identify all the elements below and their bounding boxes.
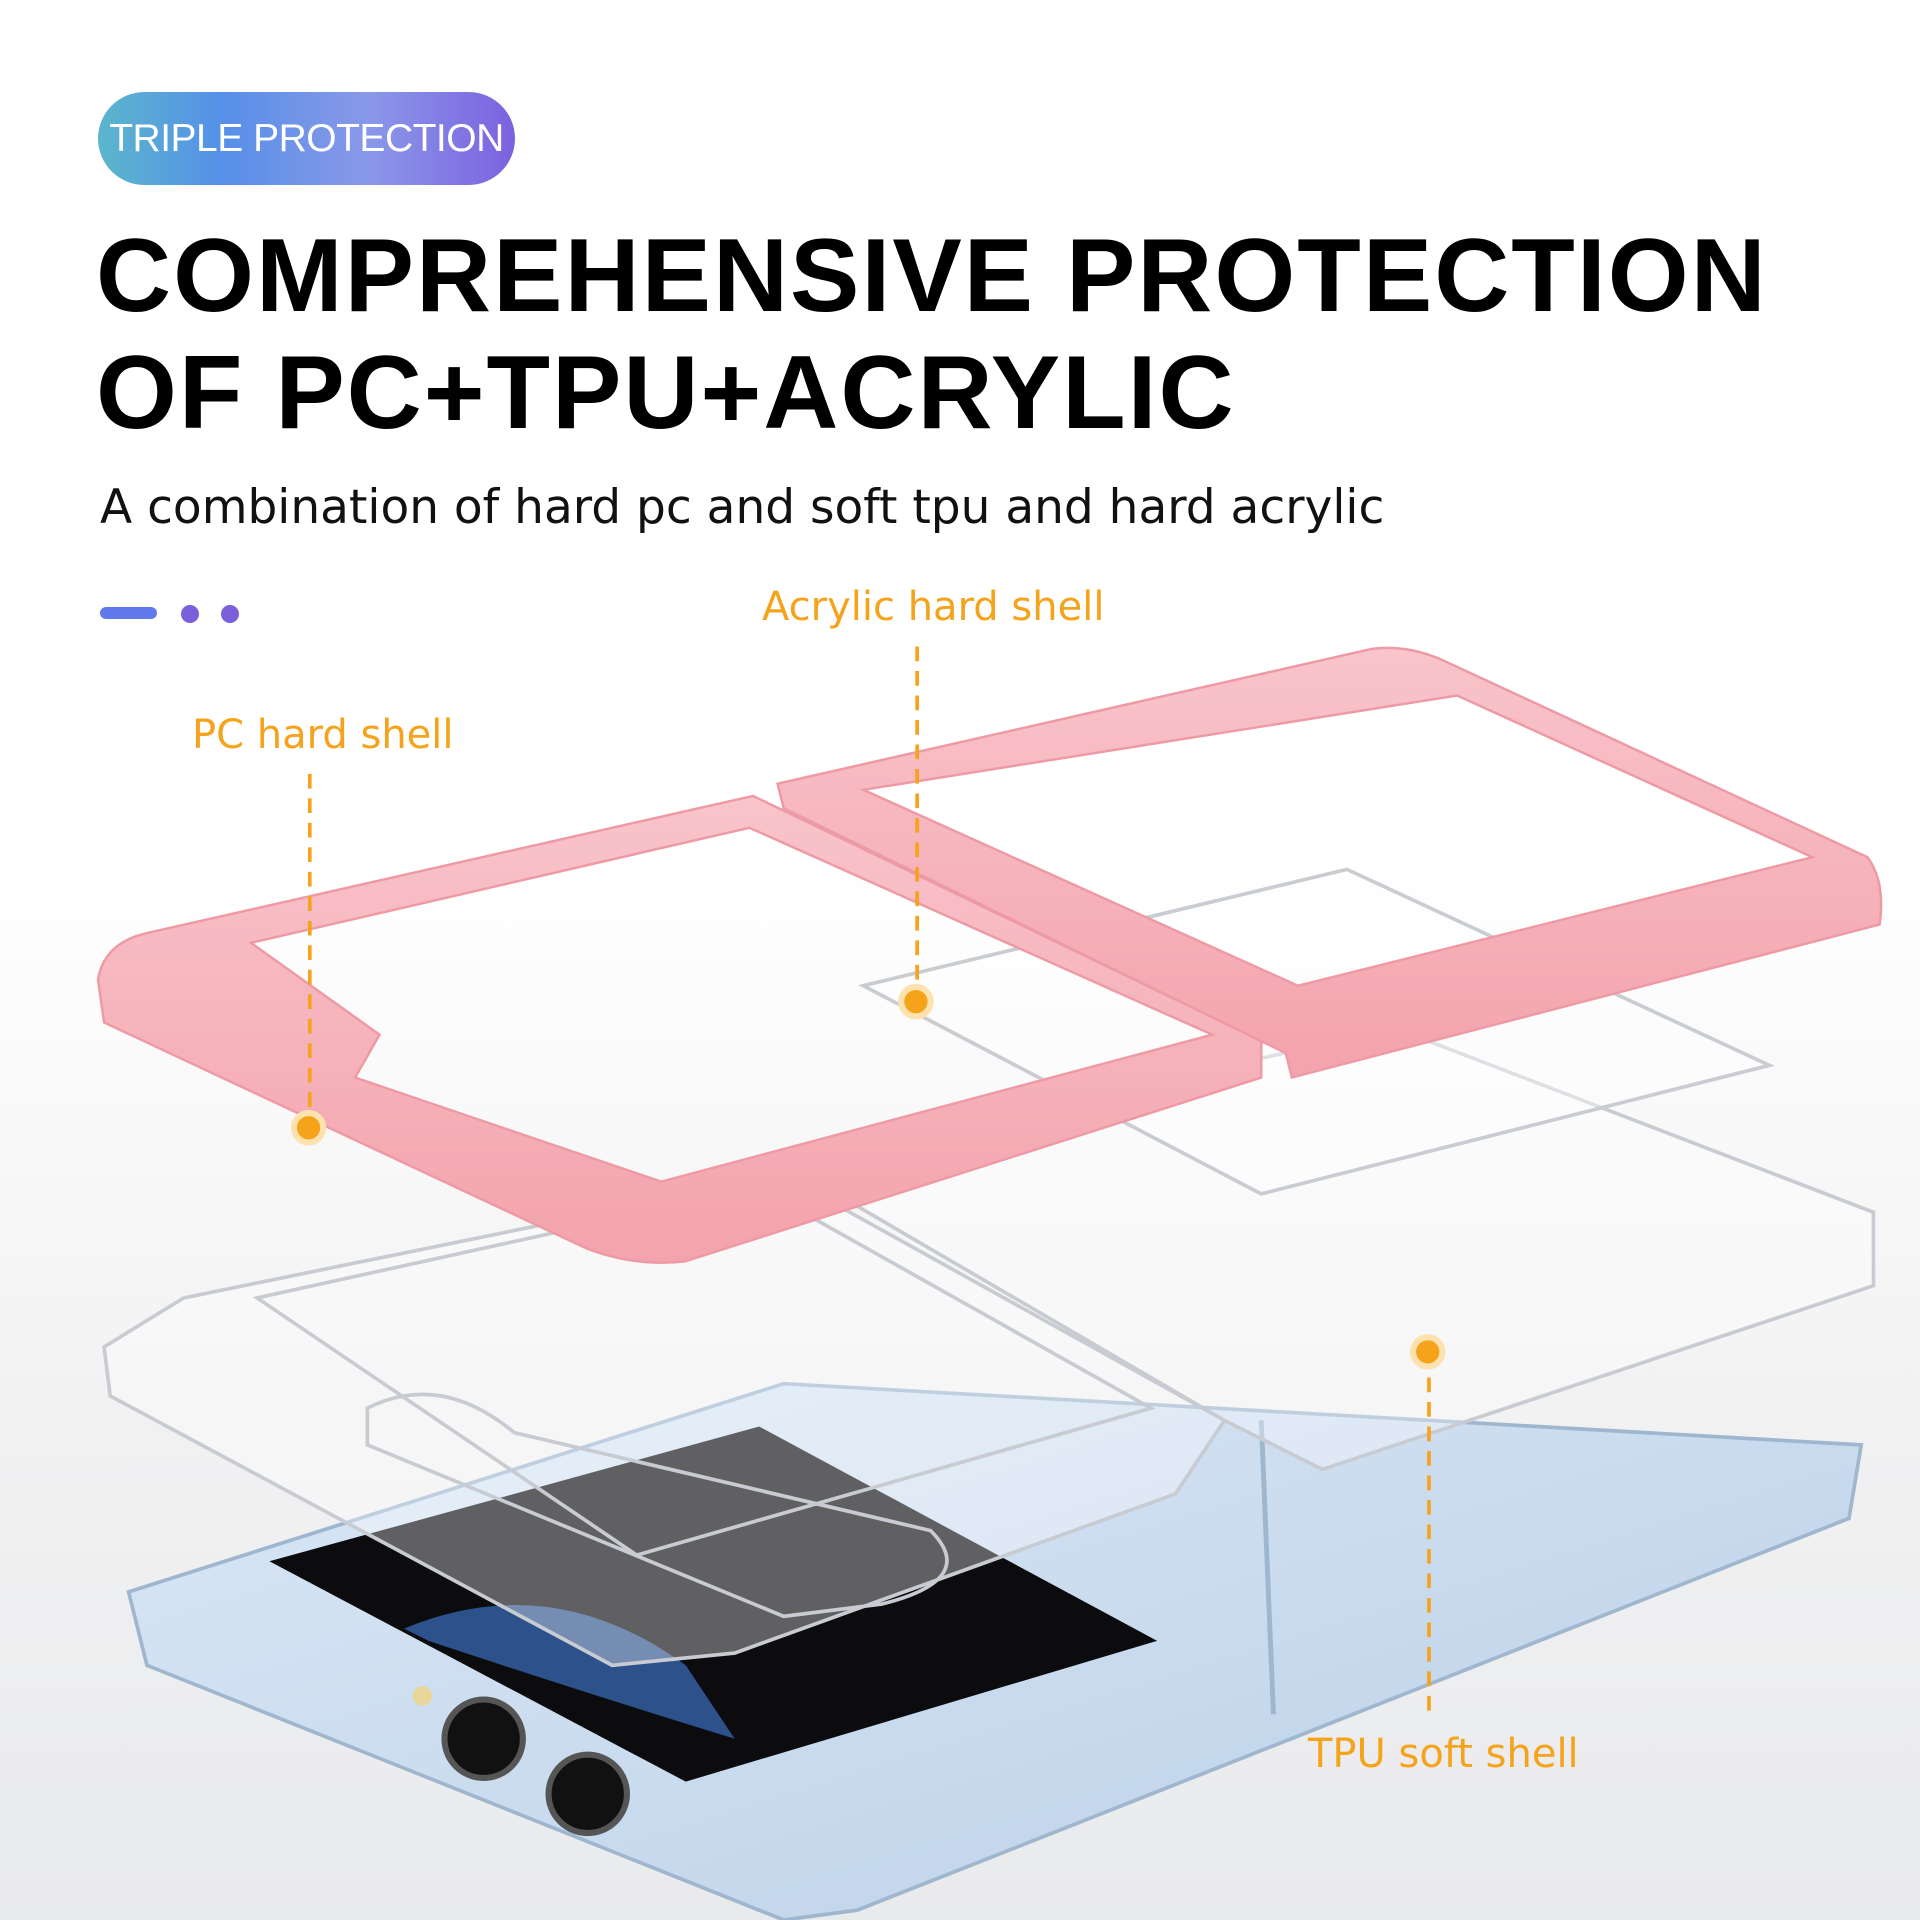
- subtitle: A combination of hard pc and soft tpu an…: [100, 480, 1385, 535]
- callout-pc-label: PC hard shell: [192, 712, 454, 758]
- pc-marker-dot: [290, 1110, 327, 1146]
- indicator-dot: [221, 605, 239, 623]
- indicator-active-dash: [100, 607, 157, 619]
- callout-acrylic-label: Acrylic hard shell: [762, 584, 1105, 630]
- phone: [126, 1381, 1864, 1920]
- camera-lens: [441, 1696, 526, 1782]
- title-line-1: COMPREHENSIVE PROTECTION: [96, 218, 1768, 334]
- section-badge: TRIPLE PROTECTION: [98, 92, 515, 185]
- tpu-marker-dot: [1410, 1334, 1446, 1370]
- callout-tpu-label: TPU soft shell: [1308, 1731, 1579, 1777]
- title-line-2: OF PC+TPU+ACRYLIC: [96, 335, 1236, 451]
- badge-label: TRIPLE PROTECTION: [109, 116, 504, 160]
- acrylic-marker-dot: [898, 983, 934, 1020]
- indicator-dot: [181, 605, 199, 623]
- flash: [412, 1686, 433, 1706]
- pc-frame: [96, 646, 1883, 1264]
- camera-lens: [545, 1751, 630, 1837]
